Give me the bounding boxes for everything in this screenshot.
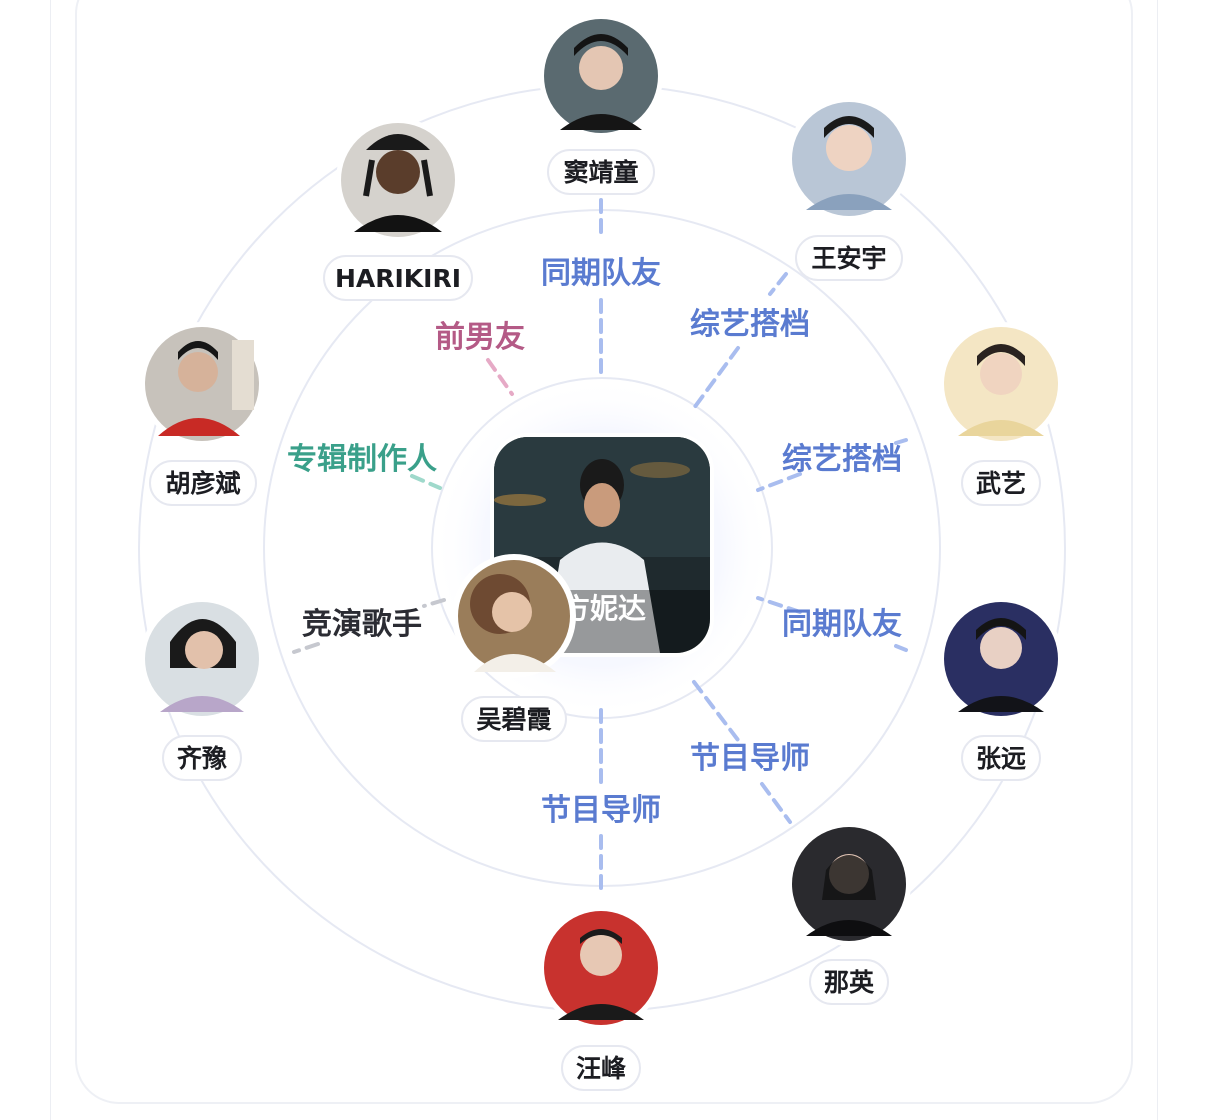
relation-label-dou: 同期队友 [541, 256, 661, 291]
avatar-clothes [560, 114, 642, 130]
avatar-face [185, 631, 223, 669]
avatar-clothes [558, 1004, 644, 1020]
avatar-clothes [160, 696, 244, 712]
avatar-hair [977, 344, 1025, 366]
name-pill [795, 235, 903, 281]
person-name: 吴碧霞 [476, 705, 552, 734]
avatar-face [178, 352, 218, 392]
connector-qiyu-outer [292, 642, 320, 654]
person-node-naying[interactable]: 那英 [787, 822, 911, 1005]
avatar-clothes [806, 920, 892, 936]
relation-label-qiyu: 竞演歌手 [302, 607, 422, 642]
person-name: 王安宇 [811, 244, 886, 273]
avatar-clothes [958, 696, 1044, 712]
connector-naying-outer [760, 782, 792, 824]
person-name: 武艺 [976, 469, 1026, 498]
person-node-huyanbin[interactable]: 胡彦斌 [140, 322, 264, 506]
person-node-wuyi[interactable]: 武艺 [939, 322, 1063, 506]
person-node-wang-anyu[interactable]: 王安宇 [787, 97, 911, 281]
relation-label-harikiri: 前男友 [435, 320, 525, 355]
connector-lines [292, 198, 908, 897]
person-node-wubixia[interactable]: 吴碧霞 [452, 554, 576, 742]
name-pill [547, 149, 655, 195]
avatar-hair [574, 34, 628, 56]
avatar-hair [178, 341, 218, 360]
avatar-face [826, 125, 872, 171]
avatar-face [580, 934, 622, 976]
connector-wuyi-outer [894, 438, 908, 445]
avatar-clothes [474, 654, 556, 672]
avatar-clothes [158, 418, 240, 436]
person-node-zhangyuan[interactable]: 张远 [939, 597, 1063, 781]
connector-harikiri [486, 358, 514, 396]
center-name: 方妮达 [562, 592, 646, 625]
person-name: 齐豫 [177, 744, 227, 773]
relation-label-wuyi: 综艺搭档 [782, 442, 902, 477]
connector-qiyu-inner [422, 598, 446, 608]
connector-zhangyuan-outer [894, 644, 908, 652]
relation-label-naying: 节目导师 [690, 741, 810, 776]
avatar-face [579, 46, 623, 90]
name-pill [149, 460, 257, 506]
person-node-dou[interactable]: 窦靖童 [539, 14, 663, 195]
avatar-face [980, 353, 1022, 395]
center-avatar-photo [494, 437, 710, 653]
person-name: HARIKIRI [335, 264, 461, 293]
page-frame [50, 0, 1158, 1120]
name-pill [809, 959, 889, 1005]
connector-wang-anyu-outer [768, 272, 788, 296]
connector-zhangyuan-inner [756, 596, 802, 614]
avatar-hair [580, 929, 622, 944]
avatar-clothes [354, 215, 442, 232]
relation-label-wangfeng: 节目导师 [541, 793, 661, 828]
person-node-qiyu[interactable]: 齐豫 [140, 597, 264, 781]
person-name: 张远 [976, 744, 1026, 773]
name-pill [561, 1045, 641, 1091]
relation-labels: 同期队友 综艺搭档 综艺搭档 同期队友 节目导师 节目导师 竞演歌手 专辑制作人… [287, 256, 902, 828]
avatar-clothes [806, 194, 892, 210]
name-pill [323, 255, 473, 301]
relation-label-zhangyuan: 同期队友 [782, 607, 902, 642]
avatar-hair [363, 159, 433, 197]
relation-label-huyanbin: 专辑制作人 [287, 442, 437, 477]
name-pill [461, 696, 567, 742]
person-name: 汪峰 [576, 1054, 626, 1083]
avatar-hair [824, 116, 874, 138]
connector-naying-inner [692, 680, 740, 742]
name-pill [162, 735, 242, 781]
person-name: 那英 [824, 968, 875, 997]
name-pill [961, 735, 1041, 781]
avatar-cap [366, 134, 430, 150]
avatar-face [980, 627, 1022, 669]
person-name: 窦靖童 [563, 158, 638, 187]
avatar-face [492, 592, 532, 632]
person-node-wangfeng[interactable]: 汪峰 [539, 906, 663, 1091]
connector-huyanbin [410, 474, 442, 490]
avatar-hair [976, 618, 1026, 640]
connector-wang-anyu-inner [692, 346, 740, 410]
person-node-harikiri[interactable]: HARIKIRI [323, 118, 473, 301]
person-name: 胡彦斌 [165, 469, 240, 498]
relation-label-wang-anyu: 综艺搭档 [690, 307, 810, 342]
name-pill [961, 460, 1041, 506]
connector-wuyi-inner [756, 472, 802, 492]
avatar-shelf [232, 340, 254, 410]
avatar-clothes [958, 420, 1044, 436]
avatar-face [376, 150, 420, 194]
avatar-hair [822, 855, 876, 900]
